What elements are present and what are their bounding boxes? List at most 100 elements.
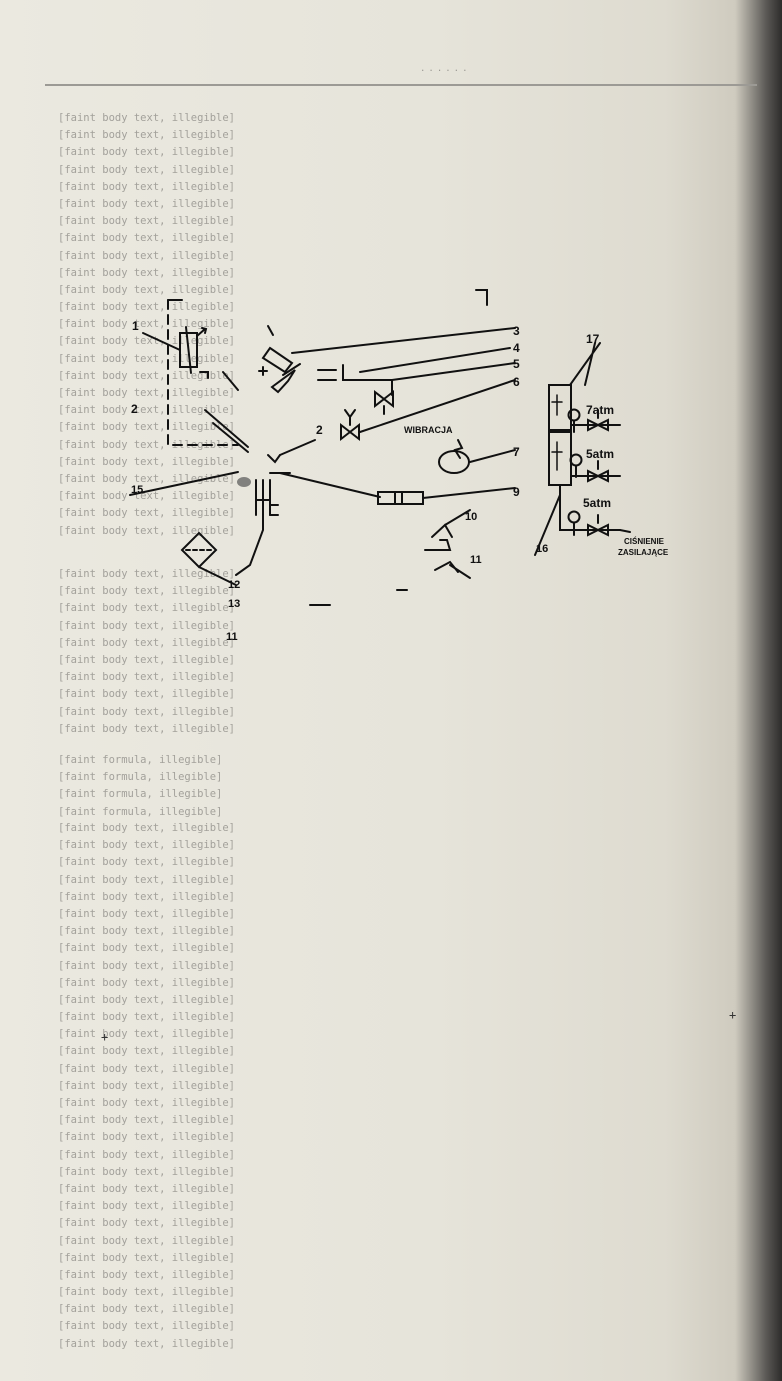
text-line: [faint body text, illegible] [58,1097,236,1109]
registration-mark-right: + [729,1008,737,1022]
text-line: [faint body text, illegible] [58,688,236,701]
vibration-zigzag [453,439,464,459]
label-5atm-a: 5atm [586,447,614,461]
text-line: [faint body text, illegible] [58,976,236,989]
label-5: 5 [513,357,520,371]
label-supply-1: CIŚNIENIE [624,537,665,546]
manifold-17-upper-inner [551,394,563,416]
text-line: [faint body text, illegible] [58,1114,236,1127]
text-line: [faint body text, illegible] [58,1200,236,1213]
text-line: [faint body text, illegible] [58,1286,236,1299]
valve-6 [340,422,360,442]
valve-6-arrow [344,409,356,426]
text-line: [faint formula, illegible] [58,754,223,766]
formula-block: [faint formula, illegible] [faint formula… [58,752,734,821]
text-line: [faint body text, illegible] [58,146,236,159]
manifold-17-lower-inner [551,441,563,471]
text-line: [faint body text, illegible] [58,283,236,296]
text-line: [faint body text, illegible] [58,1011,236,1024]
text-line: [faint body text, illegible] [58,585,236,598]
middle-body-text: [faint body text, illegible] [faint body … [58,566,734,738]
text-line: [faint body text, illegible] [58,507,236,520]
text-line: [faint body text, illegible] [58,180,236,193]
text-line: [faint body text, illegible] [58,524,236,537]
manifold-17-lower [548,431,572,486]
throttle-3b [270,363,301,394]
text-line: [faint body text, illegible] [58,163,236,176]
label-17: 17 [586,332,600,346]
bottom-body-text: [faint body text, illegible] [faint body … [58,820,734,1353]
text-line: [faint body text, illegible] [58,942,236,955]
text-line: [faint body text, illegible] [58,822,236,834]
actuator-12-ports [269,504,279,516]
text-line: [faint body text, illegible] [58,873,236,886]
pipe-b [204,409,249,448]
text-line: [faint body text, illegible] [58,925,236,938]
text-line: [faint body text, illegible] [58,1182,236,1195]
label-2-left: 2 [131,402,138,416]
label-11-bottom: 11 [226,631,238,643]
text-line: [faint body text, illegible] [58,197,236,210]
label-wibracja: WIBRACJA [404,425,453,435]
text-line: [faint body text, illegible] [58,1062,236,1075]
text-line: [faint body text, illegible] [58,722,236,735]
text-line: [faint body text, illegible] [58,959,236,972]
text-line: [faint body text, illegible] [58,1045,236,1058]
text-line: [faint body text, illegible] [58,1320,236,1333]
label-13: 13 [228,598,240,610]
leader-16 [534,494,561,556]
leader-10 [444,509,471,526]
dashed-enclosure-left [167,299,239,446]
regulator-1-port [199,371,209,379]
valve-5atm [587,469,609,483]
filter-13 [180,531,218,569]
text-line: [faint body text, illegible] [58,129,236,142]
text-line: [faint body text, illegible] [58,1303,236,1316]
valve-7atm [587,418,609,432]
text-line: [faint body text, illegible] [58,387,236,399]
label-12: 12 [228,579,240,591]
text-line: [faint body text, illegible] [58,856,236,869]
actuator-12 [255,479,271,516]
leader-7 [469,449,516,463]
supply-line-end [619,529,631,533]
text-line: [faint body text, illegible] [58,1165,236,1178]
leader-1 [142,332,181,351]
header-rule [45,84,757,86]
line-4-pipe [342,364,393,396]
label-3: 3 [513,324,520,338]
leader-13 [198,566,237,586]
header-dots: ...... [420,64,471,74]
valve-5 [374,389,394,409]
label-5atm-b: 5atm [583,496,611,510]
text-line: [faint body text, illegible] [58,490,236,503]
text-line: [faint body text, illegible] [58,215,236,228]
text-line: [faint body text, illegible] [58,705,236,718]
registration-mark-left: + [101,1030,109,1044]
label-4: 4 [513,341,520,355]
text-line: [faint body text, illegible] [58,301,236,314]
regulator-1-arrow [185,326,192,374]
text-line: [faint body text, illegible] [58,249,236,262]
label-6: 6 [513,375,520,389]
leader-2 [279,439,316,456]
leader-12 [235,514,264,576]
manifold-17-upper [548,384,572,431]
label-9: 9 [513,485,520,499]
text-line: [faint body text, illegible] [58,1131,236,1144]
text-line: [faint body text, illegible] [58,993,236,1006]
leader-5 [391,362,516,381]
ink-smudge [237,477,251,487]
text-line: [faint body text, illegible] [58,1148,236,1161]
leader-6 [359,379,516,433]
dashed-enclosure-right [475,289,488,306]
label-2: 2 [316,423,323,437]
leader-15 [129,471,239,496]
text-line: [faint body text, illegible] [58,890,236,903]
label-15: 15 [131,484,143,496]
text-line: [faint formula, illegible] [58,805,223,818]
pneumatic-schematic: 1 2 3 4 5 6 7 2 9 10 11 12 13 11 15 16 1… [129,289,669,643]
text-line: [faint body text, illegible] [58,636,236,649]
text-line: [faint body text, illegible] [58,352,236,365]
